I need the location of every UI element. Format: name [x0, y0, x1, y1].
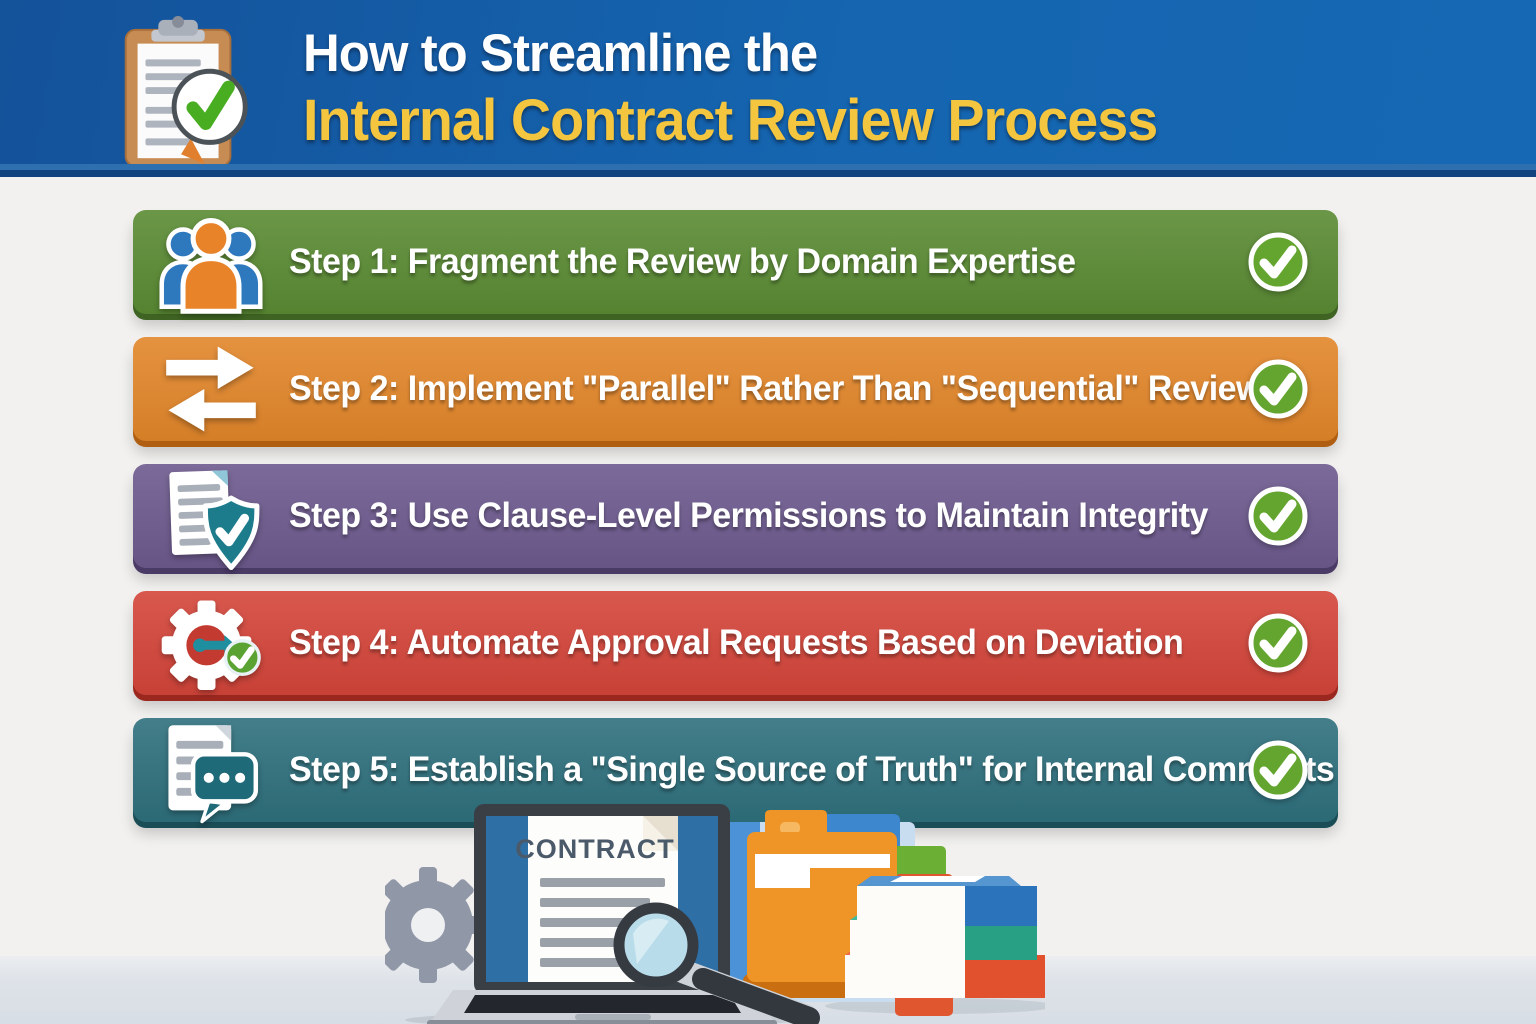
- step-4-label: Step 4: Automate Approval Requests Based…: [289, 623, 1184, 662]
- step-1-label: Step 1: Fragment the Review by Domain Ex…: [289, 242, 1076, 281]
- book-stack-icon: [845, 876, 1045, 998]
- check-circle-icon: [1248, 613, 1308, 673]
- gear-key-icon: [133, 587, 289, 699]
- header-divider-highlight: [0, 164, 1536, 170]
- swap-arrows-icon: [133, 333, 289, 445]
- step-bar-5: Step 5: Establish a "Single Source of Tr…: [133, 718, 1338, 824]
- magnifier-icon: [613, 902, 820, 1024]
- gear-icon: [385, 867, 486, 983]
- team-icon: [133, 206, 289, 318]
- step-5-label: Step 5: Establish a "Single Source of Tr…: [289, 750, 1335, 789]
- step-bar-1: Step 1: Fragment the Review by Domain Ex…: [133, 210, 1338, 314]
- contract-document: CONTRACT: [515, 816, 678, 982]
- step-2-label: Step 2: Implement "Parallel" Rather Than…: [289, 369, 1262, 408]
- page-title: How to Streamline the Internal Contract …: [303, 26, 1193, 152]
- title-line-2: Internal Contract Review Process: [303, 87, 1158, 153]
- step-bar-2: Step 2: Implement "Parallel" Rather Than…: [133, 337, 1338, 441]
- step-3-label: Step 3: Use Clause-Level Permissions to …: [289, 496, 1208, 535]
- desk-illustration: CONTRACT: [385, 804, 1045, 1024]
- check-circle-icon: [1248, 232, 1308, 292]
- check-circle-icon: [1248, 359, 1308, 419]
- document-shield-icon: [133, 460, 289, 572]
- header-divider-shadow: [0, 170, 1536, 177]
- document-comment-icon: [133, 714, 289, 826]
- header-banner: How to Streamline the Internal Contract …: [0, 0, 1536, 168]
- clipboard-check-icon: [112, 14, 254, 172]
- check-circle-icon: [1248, 486, 1308, 546]
- title-line-1: How to Streamline the: [303, 24, 818, 83]
- step-bar-4: Step 4: Automate Approval Requests Based…: [133, 591, 1338, 695]
- check-circle-icon: [1248, 740, 1308, 800]
- laptop-screen-label: CONTRACT: [515, 834, 674, 864]
- step-bar-3: Step 3: Use Clause-Level Permissions to …: [133, 464, 1338, 571]
